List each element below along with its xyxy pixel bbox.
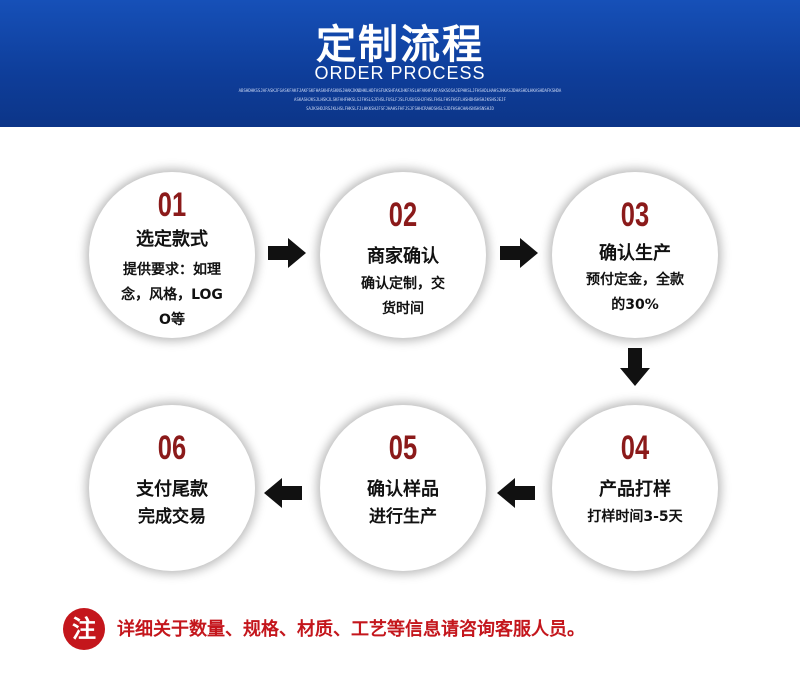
step-number: 04 [620,429,650,467]
step-number: 01 [157,186,187,224]
step-title: 选定款式 [136,229,208,250]
banner-fine-text-2: ASKASHJKSJLHSKJLSKFAHFHKSLSJFHSLSJFHSLFU… [294,97,506,102]
arrow-down-icon [620,348,650,386]
step-description-line: 的30% [611,297,659,313]
step-number: 05 [388,429,418,467]
step-title: 确认生产 [599,243,671,264]
step-description-line: 确认定制，交 [361,276,445,292]
banner-fine-text-3: SAJKSHDJRSJKLHSLFHKSLFJLHKKSHJFSFJHAHSFH… [306,106,494,111]
step-description-line: 货时间 [382,301,424,317]
arrow-left-icon [264,478,302,508]
step-description-line: O等 [159,312,185,328]
step-description-line: 进行生产 [369,507,437,527]
banner-fine-text-1: ABSHDHKSSJAFASKJFGASKFAKFJAKFSKFHASKHFAS… [238,88,562,93]
page-title: 定制流程 [316,22,484,68]
step-title: 支付尾款 [136,479,208,500]
step-circle-06: 06 支付尾款 完成交易 [89,405,255,571]
arrow-left-icon [497,478,535,508]
step-description: 确认定制，交 货时间 [338,272,468,322]
step-circle-04: 04 产品打样 打样时间3-5天 [552,405,718,571]
step-number: 03 [620,196,650,234]
step-number: 06 [157,429,187,467]
step-description-line: 完成交易 [138,507,206,527]
step-circle-01: 01 选定款式 提供要求：如理 念，风格，LOG O等 [89,172,255,338]
step-description: 完成交易 [107,505,237,530]
header-banner: 定制流程 ORDER PROCESS ABSHDHKSSJAFASKJFGASK… [0,0,800,127]
step-description-line: 提供要求：如理 [123,262,221,278]
page-subtitle: ORDER PROCESS [314,63,486,83]
step-description: 进行生产 [338,505,468,530]
step-circle-03: 03 确认生产 预付定金，全款 的30% [552,172,718,338]
note-badge: 注 [63,608,105,650]
arrow-right-icon [500,238,538,268]
step-circle-02: 02 商家确认 确认定制，交 货时间 [320,172,486,338]
step-description: 提供要求：如理 念，风格，LOG O等 [107,258,237,333]
step-circle-05: 05 确认样品 进行生产 [320,405,486,571]
step-description-line: 打样时间3-5天 [587,509,683,525]
step-description-line: 念，风格，LOG [121,287,223,303]
step-title: 产品打样 [599,479,671,500]
step-title: 确认样品 [367,479,439,500]
step-title: 商家确认 [367,246,439,267]
step-description: 预付定金，全款 的30% [570,268,700,318]
step-number: 02 [388,196,418,234]
step-description: 打样时间3-5天 [570,505,700,530]
note-text: 详细关于数量、规格、材质、工艺等信息请咨询客服人员。 [117,619,585,640]
step-description-line: 预付定金，全款 [586,272,684,288]
arrow-right-icon [268,238,306,268]
